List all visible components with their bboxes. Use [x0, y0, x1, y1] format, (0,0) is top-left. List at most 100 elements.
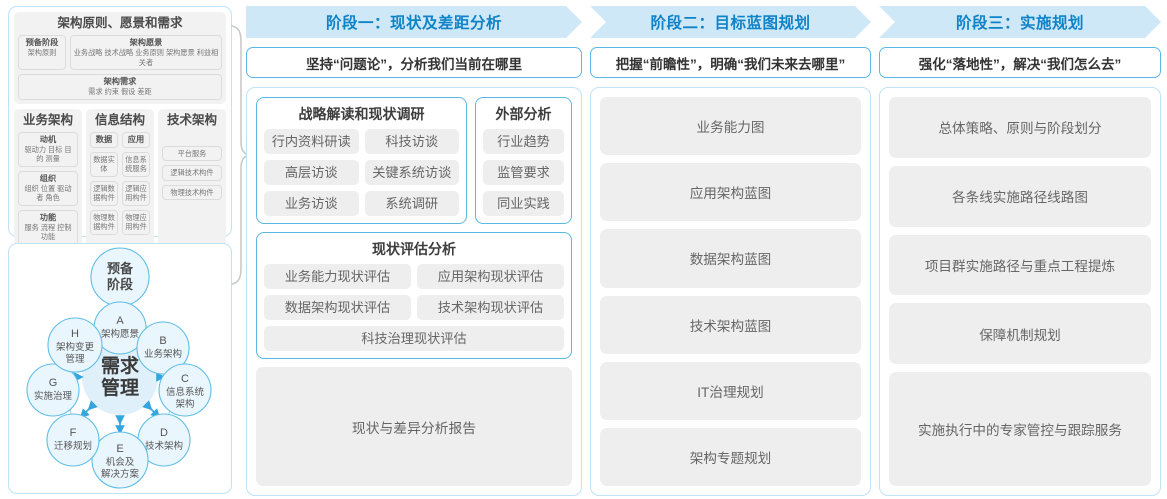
architecture-vision-cell: 架构愿景 业务战略 技术战略 业务原则 架构愿景 利益相关者 — [70, 35, 222, 70]
chip-item[interactable]: 监管要求 — [483, 160, 564, 185]
adm-node-f-label: 迁移规划 — [54, 440, 92, 452]
list-item[interactable]: IT治理规划 — [600, 361, 861, 420]
chip-item[interactable]: 科技治理现状评估 — [264, 326, 564, 351]
adm-center-line2: 管理 — [101, 376, 139, 399]
adm-node-a-label: 架构愿景 — [101, 328, 139, 340]
list-item[interactable]: 应用架构蓝图 — [600, 163, 861, 222]
list-item[interactable]: 实施执行中的专家管控与跟踪服务 — [889, 372, 1151, 486]
application-cell: 应用 — [122, 131, 150, 148]
gap-analysis-report[interactable]: 现状与差异分析报告 — [256, 367, 572, 486]
adm-node-b-key: B — [159, 335, 166, 347]
logical-data-component-cell: 逻辑数据构件 — [90, 180, 118, 206]
function-cell: 功能 服务 流程 控制 功能 — [18, 209, 78, 245]
list-item[interactable]: 各条线实施路径线路图 — [889, 165, 1151, 227]
adm-node-g-key: G — [49, 377, 58, 389]
data-entity-cell: 数据实体 — [90, 151, 118, 177]
phase-2-body: 业务能力图 应用架构蓝图 数据架构蓝图 技术架构蓝图 IT治理规划 架构专题规划 — [590, 87, 871, 496]
adm-node-e — [91, 431, 149, 489]
chip-item[interactable]: 业务能力现状评估 — [264, 264, 411, 289]
phase-3: 阶段三：实施规划 强化“落地性”，解决“我们怎么去” 总体策略、原则与阶段划分 … — [879, 6, 1161, 496]
phase-2: 阶段二：目标蓝图规划 把握“前瞻性”，明确“我们未来去哪里” 业务能力图 应用架… — [590, 6, 871, 496]
phase-3-body: 总体策略、原则与阶段划分 各条线实施路径线路图 项目群实施路径与重点工程提炼 保… — [879, 87, 1161, 496]
chip-item[interactable]: 技术架构现状评估 — [417, 295, 564, 320]
adm-node-e-label2: 解决方案 — [101, 468, 140, 480]
chip-item[interactable]: 行业趋势 — [483, 129, 564, 154]
adm-node-g-label: 实施治理 — [34, 390, 73, 402]
adm-node-d-label: 技术架构 — [145, 440, 183, 452]
data-cell: 数据 — [90, 131, 118, 148]
adm-node-c-label2: 架构 — [175, 398, 194, 410]
adm-node-c-key: C — [181, 373, 189, 385]
adm-prep-line2: 阶段 — [107, 277, 133, 292]
current-state-assessment-card: 现状评估分析 业务能力现状评估 应用架构现状评估 数据架构现状评估 技术架构现状… — [256, 232, 572, 359]
togaf-content-framework: 架构原则、愿景和需求 预备阶段 架构原则 架构愿景 业务战略 技术战略 业务原则… — [8, 6, 232, 297]
chip-item[interactable]: 应用架构现状评估 — [417, 264, 564, 289]
adm-prep-line1: 预备 — [107, 261, 134, 276]
information-system-service-cell: 信息系统服务 — [122, 151, 150, 177]
framework-title: 架构原则、愿景和需求 — [57, 16, 183, 30]
adm-node-a-key: A — [116, 315, 124, 327]
platform-service-cell: 平台服务 — [162, 145, 222, 161]
phase-1-header: 阶段一：现状及差距分析 — [246, 6, 582, 38]
list-item[interactable]: 总体策略、原则与阶段划分 — [889, 97, 1151, 158]
phase-3-subtitle: 强化“落地性”，解决“我们怎么去” — [879, 47, 1161, 78]
chip-item[interactable]: 关键系统访谈 — [364, 160, 459, 185]
phase-3-header: 阶段三：实施规划 — [879, 6, 1161, 38]
adm-node-c-label1: 信息系统 — [166, 386, 205, 398]
adm-node-g — [26, 363, 80, 417]
logical-application-component-cell: 逻辑应用构件 — [122, 180, 150, 206]
adm-node-h-key: H — [71, 328, 79, 340]
adm-svg: 需求 管理 预备 阶段 — [26, 247, 212, 489]
business-architecture-group: 业务架构 动机 驱动力 目标 目的 测量 组织 组织 位置 驱动者 角色 功能 — [14, 108, 82, 249]
adm-node-h-label2: 管理 — [65, 353, 85, 365]
phase-2-subtitle: 把握“前瞻性”，明确“我们未来去哪里” — [590, 47, 871, 78]
physical-technology-component-cell: 物理技术构件 — [162, 184, 222, 200]
information-structure-group: 信息结构 数据 数据实体 逻辑数据构件 物理数据构件 应用 信息系统服务 逻辑应… — [86, 108, 154, 249]
list-item[interactable]: 业务能力图 — [600, 97, 861, 156]
prep-phase-cell: 预备阶段 架构原则 — [18, 35, 66, 70]
chip-item[interactable]: 科技访谈 — [364, 129, 459, 154]
phase-1-body: 战略解读和现状调研 行内资料研读 科技访谈 高层访谈 关键系统访谈 — [246, 87, 582, 496]
adm-node-h-label1: 架构变更 — [56, 341, 95, 353]
chip-item[interactable]: 系统调研 — [364, 191, 459, 216]
list-item[interactable]: 数据架构蓝图 — [600, 229, 861, 288]
adm-node-c — [158, 363, 212, 417]
motivation-cell: 动机 驱动力 目标 目的 测量 — [18, 131, 78, 167]
phase-2-header: 阶段二：目标蓝图规划 — [590, 6, 871, 38]
strategy-research-card: 战略解读和现状调研 行内资料研读 科技访谈 高层访谈 关键系统访谈 — [256, 97, 467, 224]
phase-1-subtitle: 坚持“问题论”，分析我们当前在哪里 — [246, 47, 582, 78]
external-analysis-card: 外部分析 行业趋势 监管要求 同业实践 — [475, 97, 572, 224]
architecture-principles-group: 架构原则、愿景和需求 预备阶段 架构原则 架构愿景 业务战略 技术战略 业务原则… — [14, 12, 226, 104]
list-item[interactable]: 项目群实施路径与重点工程提炼 — [889, 234, 1151, 296]
chip-item[interactable]: 业务访谈 — [264, 191, 359, 216]
logical-technology-component-cell: 逻辑技术构件 — [162, 165, 222, 181]
physical-data-component-cell: 物理数据构件 — [90, 209, 118, 235]
application-subcolumn: 应用 信息系统服务 逻辑应用构件 物理应用构件 — [122, 131, 150, 235]
adm-node-f — [46, 413, 100, 467]
data-subcolumn: 数据 数据实体 逻辑数据构件 物理数据构件 — [90, 131, 118, 235]
phase-columns: 阶段一：现状及差距分析 坚持“问题论”，分析我们当前在哪里 战略解读和现状调研 … — [246, 6, 1161, 496]
phase-1-top-row: 战略解读和现状调研 行内资料研读 科技访谈 高层访谈 关键系统访谈 — [256, 97, 572, 224]
list-item[interactable]: 架构专题规划 — [600, 427, 861, 487]
adm-node-d-key: D — [160, 427, 168, 439]
list-item[interactable]: 技术架构蓝图 — [600, 295, 861, 354]
chip-item[interactable]: 同业实践 — [483, 191, 564, 216]
chip-item[interactable]: 行内资料研读 — [264, 129, 359, 154]
adm-node-e-label1: 机会及 — [106, 456, 135, 468]
adm-node-b — [136, 321, 190, 375]
list-item[interactable]: 保障机制规划 — [889, 303, 1151, 365]
architecture-requirements-cell: 架构需求 需求 约束 假设 差距 — [18, 74, 222, 100]
adm-node-b-label: 业务架构 — [144, 348, 182, 360]
adm-cycle-diagram: 需求 管理 预备 阶段 — [8, 243, 232, 494]
adm-node-f-key: F — [70, 427, 77, 439]
phase-1: 阶段一：现状及差距分析 坚持“问题论”，分析我们当前在哪里 战略解读和现状调研 … — [246, 6, 582, 496]
chip-item[interactable]: 数据架构现状评估 — [264, 295, 411, 320]
technology-architecture-group: 技术架构 平台服务 逻辑技术构件 物理技术构件 — [158, 108, 226, 249]
left-column: 架构原则、愿景和需求 预备阶段 架构原则 架构愿景 业务战略 技术战略 业务原则… — [8, 6, 232, 494]
physical-application-component-cell: 物理应用构件 — [122, 209, 150, 235]
adm-node-e-key: E — [116, 443, 123, 455]
organization-cell: 组织 组织 位置 驱动者 角色 — [18, 170, 78, 206]
adm-node-h — [47, 317, 103, 373]
chip-item[interactable]: 高层访谈 — [264, 160, 359, 185]
